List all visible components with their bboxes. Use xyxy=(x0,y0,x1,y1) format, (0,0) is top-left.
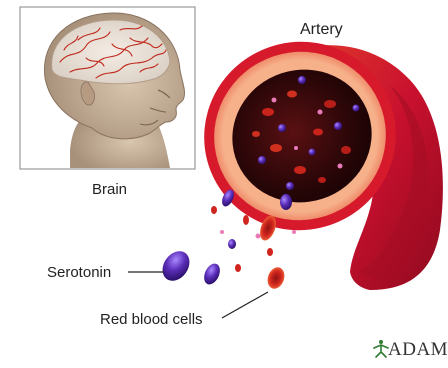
serotonin-cell xyxy=(157,246,195,286)
brain-label: Brain xyxy=(92,181,127,198)
red-blood-cells-label: Red blood cells xyxy=(100,311,203,328)
adam-logo: ADAM xyxy=(372,339,448,361)
brain-panel xyxy=(20,7,195,169)
rbc-leader xyxy=(222,292,268,318)
adam-logo-text: ADAM xyxy=(388,339,448,360)
artery-label: Artery xyxy=(300,21,343,39)
serotonin-label: Serotonin xyxy=(47,264,111,281)
